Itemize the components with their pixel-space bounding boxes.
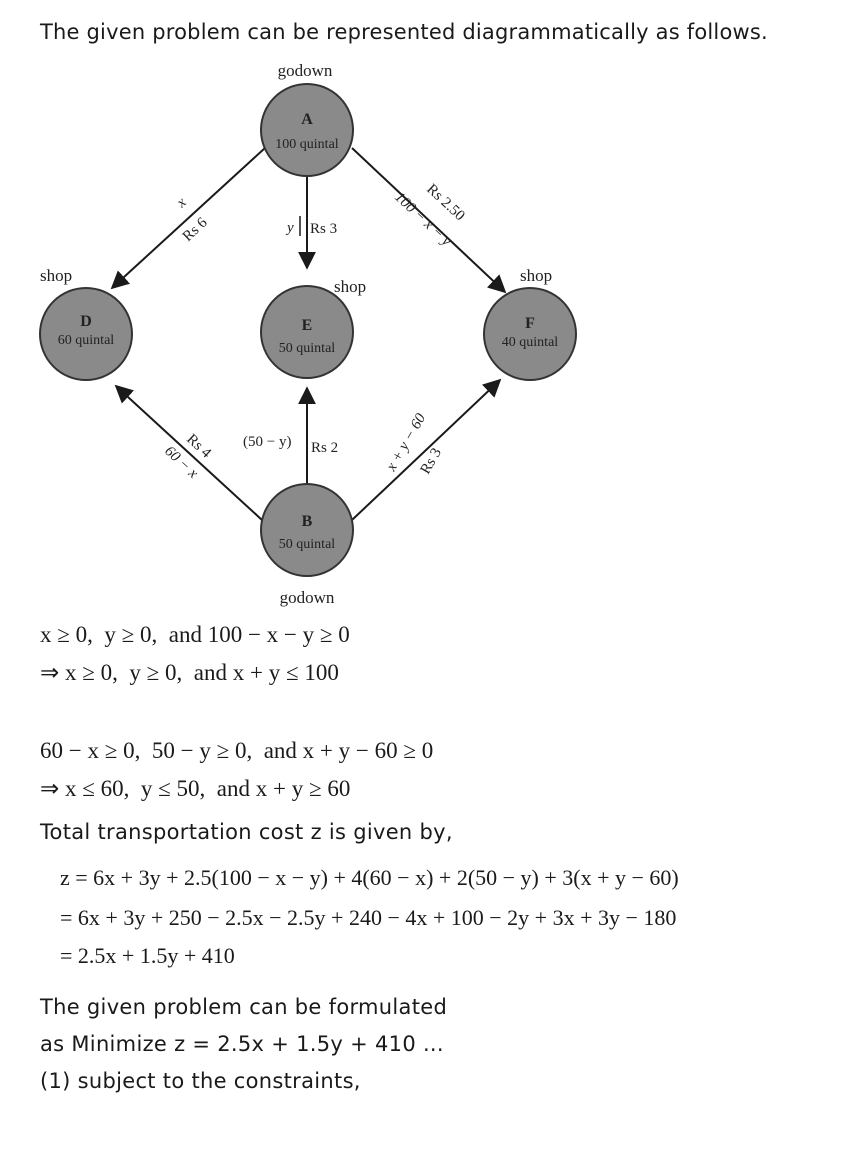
constraint-line-3: 60 − x ≥ 0, 50 − y ≥ 0, and x + y − 60 ≥… xyxy=(40,738,434,763)
svg-text:D: D xyxy=(80,313,92,330)
node-a: A 100 quintal xyxy=(260,83,354,177)
constraint-line-1: x ≥ 0, y ≥ 0, and 100 − x − y ≥ 0 xyxy=(40,622,350,647)
edge-a-d-cost: Rs 6 xyxy=(180,214,211,245)
formulation-line-3: (1) subject to the constraints, xyxy=(40,1069,361,1093)
shop-label-e: shop xyxy=(334,277,366,296)
svg-text:60 quintal: 60 quintal xyxy=(58,333,114,348)
edge-a-f xyxy=(351,147,507,294)
godown-label-bottom: godown xyxy=(280,588,335,607)
edge-a-e-cost: Rs 3 xyxy=(310,221,337,237)
cost-equation-1: z = 6x + 3y + 2.5(100 − x − y) + 4(60 − … xyxy=(60,865,679,890)
godown-label-top: godown xyxy=(278,61,333,80)
formulation-line-1: The given problem can be formulated xyxy=(40,995,448,1019)
cost-equation-2: = 6x + 3y + 250 − 2.5x − 2.5y + 240 − 4x… xyxy=(60,905,677,930)
node-d: D 60 quintal xyxy=(39,287,133,381)
constraint-line-2: ⇒ x ≥ 0, y ≥ 0, and x + y ≤ 100 xyxy=(40,660,339,685)
svg-text:A: A xyxy=(301,111,313,128)
edge-a-e-qty: y xyxy=(285,220,294,236)
node-e: E 50 quintal xyxy=(260,285,354,379)
svg-text:E: E xyxy=(302,317,313,334)
edge-b-f-cost: Rs 3 xyxy=(418,446,445,477)
edge-b-f xyxy=(351,378,502,521)
node-b: B 50 quintal xyxy=(260,483,354,577)
edge-b-e-qty: (50 − y) xyxy=(243,434,291,450)
edge-a-d-qty: x xyxy=(173,194,190,211)
constraint-line-4: ⇒ x ≤ 60, y ≤ 50, and x + y ≥ 60 xyxy=(40,776,351,801)
edge-b-d xyxy=(114,384,263,521)
shop-label-f: shop xyxy=(520,266,552,285)
svg-text:100 quintal: 100 quintal xyxy=(275,137,338,152)
svg-text:F: F xyxy=(525,315,535,332)
cost-intro: Total transportation cost z is given by, xyxy=(40,820,453,844)
edge-a-d xyxy=(110,147,266,290)
transport-diagram: A 100 quintal D 60 quintal E 50 quintal … xyxy=(39,61,577,607)
svg-text:B: B xyxy=(302,513,313,530)
edge-b-e-cost: Rs 2 xyxy=(311,440,338,456)
node-f: F 40 quintal xyxy=(483,287,577,381)
svg-text:50 quintal: 50 quintal xyxy=(279,341,335,356)
formulation-line-2: as Minimize z = 2.5x + 1.5y + 410 ... xyxy=(40,1032,444,1056)
svg-text:50 quintal: 50 quintal xyxy=(279,537,335,552)
intro-text: The given problem can be represented dia… xyxy=(40,20,768,44)
shop-label-d: shop xyxy=(40,266,72,285)
cost-equation-3: = 2.5x + 1.5y + 410 xyxy=(60,943,235,968)
svg-text:40 quintal: 40 quintal xyxy=(502,335,558,350)
